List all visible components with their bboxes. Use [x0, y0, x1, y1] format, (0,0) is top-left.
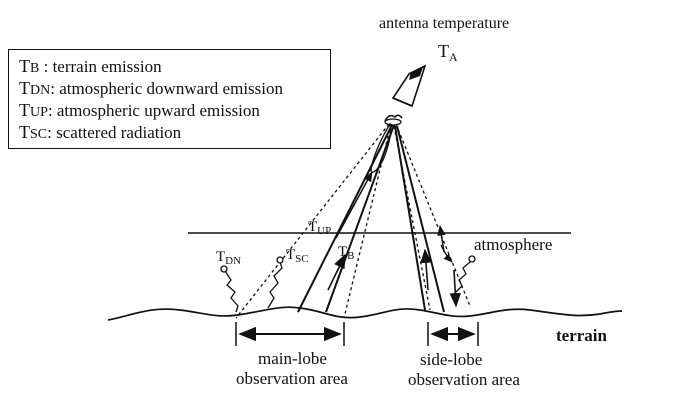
terrain-surface: [107, 306, 623, 321]
side-lobe-zigzag: [455, 261, 471, 293]
side-lobe-up-arrow: [420, 248, 432, 291]
tup-arrow: [335, 171, 373, 239]
legend-item-tsc: TSC: scattered radiation: [19, 122, 182, 142]
label-tdn: TDN: [216, 249, 241, 267]
main-lobe-extent: [235, 322, 345, 346]
legend-item-tup: TUP: atmospheric upward emission: [19, 100, 260, 120]
label-atmosphere: atmosphere: [474, 235, 552, 254]
legend-item-tdn: TDN: atmospheric downward emission: [19, 78, 284, 98]
antenna-symbol: TA: [438, 41, 458, 64]
tdn-zigzag: [224, 270, 239, 313]
legend-item-tb: TB : terrain emission: [19, 56, 162, 76]
antenna-title: antenna temperature: [379, 15, 509, 32]
label-side-lobe-line1: side-lobe: [420, 350, 482, 369]
label-main-lobe-line1: main-lobe: [258, 349, 327, 368]
side-lobe-scatter-hook: [440, 244, 453, 263]
label-tb: TB: [338, 244, 355, 262]
label-side-lobe-line2: observation area: [408, 370, 520, 389]
antenna-feed-icon: [384, 114, 403, 126]
side-lobe-down-arrow: [449, 269, 462, 308]
legend-box: TB : terrain emission TDN: atmospheric d…: [8, 49, 331, 149]
beam-solid-lines: [297, 124, 445, 313]
side-lobe-extent: [427, 322, 479, 346]
label-tsc: TSC: [286, 247, 309, 265]
beam-dashed-lines: [235, 123, 471, 319]
label-tup: TUP: [308, 219, 331, 237]
label-terrain: terrain: [556, 326, 608, 345]
tb-arrow: [327, 253, 346, 291]
tsc-zigzag: [267, 261, 283, 309]
label-main-lobe-line2: observation area: [236, 369, 348, 388]
side-lobe-tup-arrow: [437, 224, 446, 253]
antenna-horn-icon: [391, 64, 427, 108]
